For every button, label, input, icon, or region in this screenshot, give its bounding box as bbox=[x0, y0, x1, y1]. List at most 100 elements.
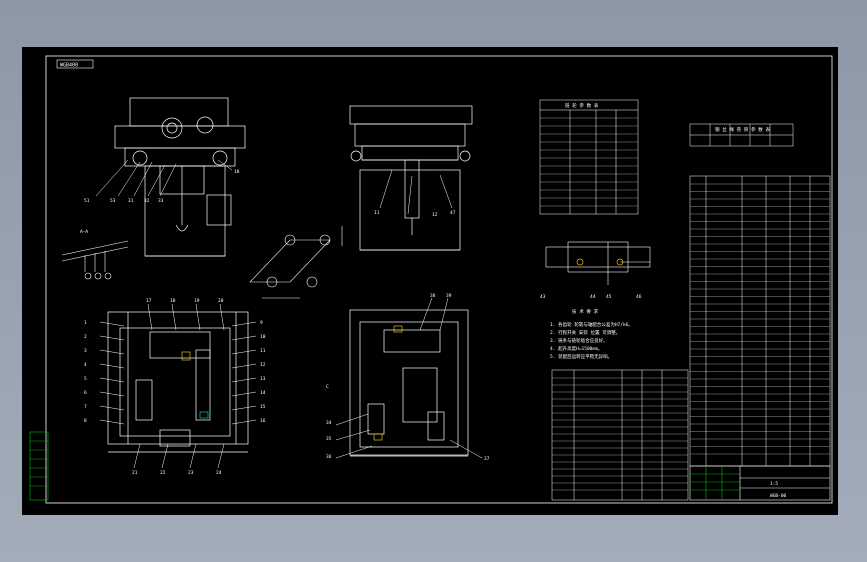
top-left-tag: WGB400 bbox=[60, 63, 78, 69]
leader-label: 53 bbox=[110, 198, 116, 204]
notes-title: 技 术 要 求 bbox=[572, 308, 599, 315]
view-side-leaders bbox=[379, 169, 453, 215]
leader-label: 36 bbox=[326, 454, 332, 460]
drawing-scale: 1:5 bbox=[770, 481, 778, 487]
leader-label: 14 bbox=[260, 390, 266, 396]
leader-label: 39 bbox=[446, 293, 452, 299]
leader-line bbox=[231, 419, 257, 425]
note-line: 2. 行程开关 安装 位置 可调整。 bbox=[550, 329, 620, 336]
leader-line bbox=[133, 443, 141, 469]
leader-label: 18 bbox=[170, 298, 176, 304]
title-block bbox=[689, 465, 831, 501]
leader-label: 11 bbox=[260, 348, 266, 354]
leader-label: 13 bbox=[260, 376, 266, 382]
leader-label: 44 bbox=[590, 294, 596, 300]
title-block-green bbox=[690, 466, 740, 500]
table-drum-params bbox=[689, 123, 794, 147]
leader-label: 18 bbox=[234, 169, 240, 175]
leader-label: 20 bbox=[218, 298, 224, 304]
leader-line bbox=[195, 303, 201, 331]
plan-left-leaders bbox=[99, 303, 257, 469]
shaft-detail bbox=[61, 240, 129, 280]
leader-label: 22 bbox=[160, 470, 166, 476]
leader-label: 4 bbox=[84, 362, 87, 368]
leader-label: 9 bbox=[260, 320, 263, 326]
leader-label: 51 bbox=[84, 198, 90, 204]
leader-line bbox=[99, 363, 125, 369]
plan-left-accents bbox=[181, 351, 209, 419]
leader-line bbox=[99, 377, 125, 383]
leader-label: 47 bbox=[450, 210, 456, 216]
leader-line bbox=[161, 443, 169, 469]
leader-label: 8 bbox=[84, 418, 87, 424]
note-line: 4. 起升高度H=1500mm。 bbox=[550, 345, 602, 352]
table1-title: 链 轮 参 数 表 bbox=[565, 102, 599, 109]
leader-label: 5 bbox=[84, 376, 87, 382]
leader-line bbox=[231, 349, 257, 355]
leader-label: 10 bbox=[260, 334, 266, 340]
leader-label: 33 bbox=[158, 198, 164, 204]
leader-label: 37 bbox=[484, 456, 490, 462]
view-plan-middle bbox=[349, 309, 469, 457]
leader-line bbox=[171, 303, 177, 331]
leader-line bbox=[99, 391, 125, 397]
view-hole-pattern bbox=[249, 226, 343, 299]
leader-line bbox=[217, 443, 225, 469]
sheet-border bbox=[45, 55, 833, 504]
view-front-elevation bbox=[114, 97, 246, 257]
leader-line bbox=[219, 303, 225, 331]
shaft-detail-title: A—A bbox=[80, 229, 88, 235]
leader-line bbox=[147, 303, 153, 331]
note-line: 5. 装配后运转应平稳无异响。 bbox=[550, 353, 612, 360]
detail-highlight bbox=[576, 258, 624, 266]
leader-label: 6 bbox=[84, 390, 87, 396]
view-plan-left bbox=[107, 311, 249, 453]
leader-line bbox=[231, 363, 257, 369]
note-line: 1. 各齿轮 轮毂与轴配合公差为H7/k6。 bbox=[550, 321, 633, 328]
leader-label: 32 bbox=[144, 198, 150, 204]
leader-line bbox=[231, 391, 257, 397]
leader-label: 38 bbox=[430, 293, 436, 299]
view-front-leaders bbox=[95, 159, 233, 197]
view-detail-cross-section bbox=[545, 241, 651, 285]
leader-line bbox=[99, 405, 125, 411]
parts-list-right-rows bbox=[690, 183, 830, 455]
leader-label: 21 bbox=[132, 470, 138, 476]
leader-label: 34 bbox=[326, 420, 332, 426]
leader-label: 15 bbox=[260, 404, 266, 410]
leader-label: 17 bbox=[146, 298, 152, 304]
leader-label: 7 bbox=[84, 404, 87, 410]
leader-label: 35 bbox=[326, 436, 332, 442]
leader-label: 12 bbox=[260, 362, 266, 368]
drawing-sheet bbox=[22, 47, 838, 515]
green-stamp-table bbox=[29, 431, 49, 501]
leader-label: 45 bbox=[606, 294, 612, 300]
leader-label: 11 bbox=[374, 210, 380, 216]
side-ref-label: C bbox=[326, 384, 329, 390]
plan-middle-accents bbox=[373, 325, 403, 441]
leader-label: 23 bbox=[188, 470, 194, 476]
plan-middle-leaders bbox=[335, 297, 483, 459]
leader-line bbox=[231, 377, 257, 383]
leader-label: 12 bbox=[432, 212, 438, 218]
leader-line bbox=[231, 321, 257, 327]
leader-label: 24 bbox=[216, 470, 222, 476]
table2-title: 钢 丝 绳 卷 筒 参 数 表 bbox=[715, 126, 770, 133]
tag-box bbox=[56, 59, 94, 69]
view-side-elevation bbox=[349, 105, 473, 251]
leader-label: 1 bbox=[84, 320, 87, 326]
drawing-number: WGB-00 bbox=[770, 493, 787, 499]
leader-line bbox=[231, 405, 257, 411]
parts-list-middle-rows bbox=[552, 377, 688, 491]
leader-line bbox=[231, 335, 257, 341]
table-sprocket-rows bbox=[540, 117, 638, 207]
leader-label: 19 bbox=[194, 298, 200, 304]
leader-line bbox=[189, 443, 197, 469]
parts-list-middle bbox=[551, 369, 689, 501]
table-sprocket-params bbox=[539, 99, 639, 215]
leader-label: 2 bbox=[84, 334, 87, 340]
leader-label: 16 bbox=[260, 418, 266, 424]
leader-line bbox=[99, 321, 125, 327]
leader-label: 3 bbox=[84, 348, 87, 354]
